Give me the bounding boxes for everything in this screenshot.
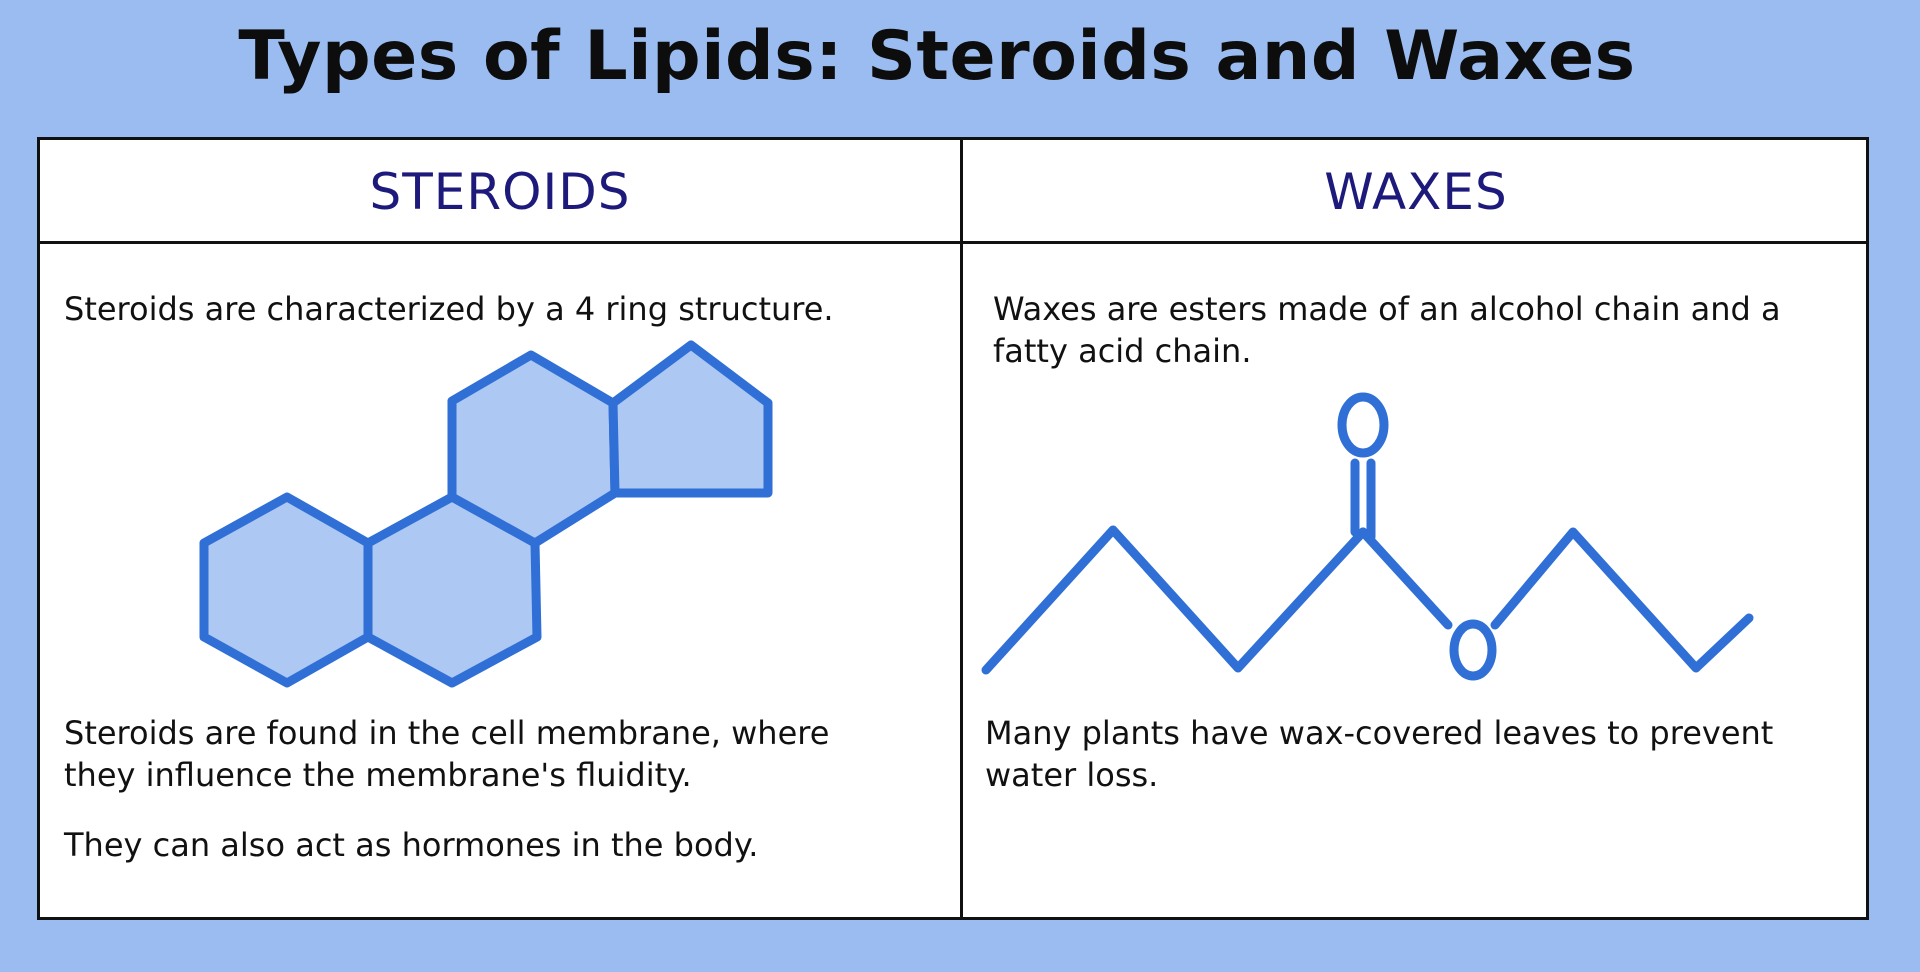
- carbonyl-oxygen-symbol: [1337, 392, 1389, 458]
- waxes-intro-line-2: fatty acid chain.: [993, 332, 1252, 370]
- ester-structure-icon: [981, 392, 1754, 681]
- steroids-membrane-line-2: they influence the membrane's fluidity.: [64, 756, 692, 794]
- header-divider: [40, 241, 1866, 244]
- steroids-membrane-line-1: Steroids are found in the cell membrane,…: [64, 714, 830, 752]
- waxes-plants-line-2: water loss.: [985, 756, 1159, 794]
- page-title: Types of Lipids: Steroids and Waxes: [238, 17, 1636, 96]
- steroid-ring-structure-icon: [199, 340, 773, 688]
- ester-bond-to-oxygen: [1358, 527, 1453, 630]
- comparison-table: STEROIDS WAXES Steroids are characterize…: [37, 137, 1869, 920]
- waxes-plants-line-1: Many plants have wax-covered leaves to p…: [985, 714, 1774, 752]
- ester-oxygen-symbol: [1449, 619, 1497, 681]
- waxes-header: WAXES: [1324, 163, 1508, 221]
- alcohol-chain: [1490, 527, 1754, 673]
- steroids-intro-text: Steroids are characterized by a 4 ring s…: [64, 290, 834, 328]
- steroid-ring-c: [447, 350, 620, 548]
- column-divider: [960, 140, 963, 917]
- steroids-header: STEROIDS: [369, 163, 631, 221]
- fatty-acid-chain: [981, 525, 1368, 675]
- steroids-hormones-text: They can also act as hormones in the bod…: [64, 826, 759, 864]
- waxes-intro-line-1: Waxes are esters made of an alcohol chai…: [993, 290, 1781, 328]
- steroid-ring-d: [608, 340, 773, 498]
- steroid-ring-a: [199, 492, 373, 688]
